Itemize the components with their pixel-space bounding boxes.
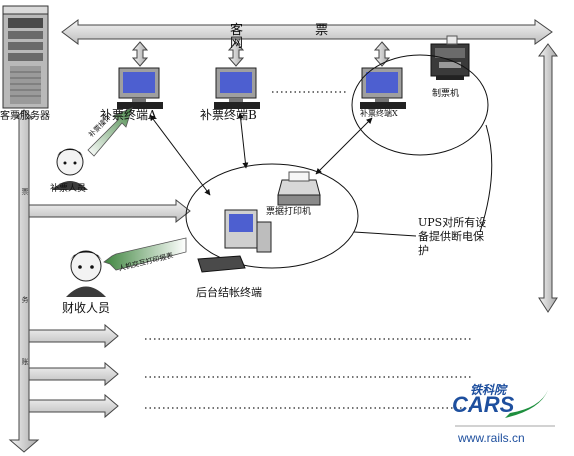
terminal-a-icon — [117, 67, 163, 109]
branch-arrow-1 — [28, 198, 191, 224]
ticket-printer-icon — [430, 35, 470, 80]
terminal-a-connector — [131, 41, 149, 67]
terminal-b-icon — [214, 67, 260, 109]
terminal-x-icon — [360, 67, 406, 109]
logo-chinese: 铁科院 — [470, 383, 507, 397]
ups-note: UPS对所有设备提供断电保护 — [418, 216, 487, 257]
backend-terminal-label: 后台结帐终端 — [196, 286, 262, 299]
link-terminal-x-backend — [315, 117, 373, 175]
invoice-printer-label: 票据打印机 — [266, 207, 312, 217]
report-operation-arrow — [103, 237, 187, 271]
server-label: 客票服务器 — [0, 111, 50, 122]
terminal-b-connector — [227, 41, 245, 67]
ticket-staff-label: 补票人员 — [50, 184, 87, 194]
terminal-b-label: 补票终端B — [200, 108, 257, 122]
ticket-staff-avatar — [52, 148, 88, 190]
bus-label-2: 务 — [21, 296, 29, 303]
finance-staff-avatar — [66, 250, 106, 297]
bus-label-3: 账 — [21, 358, 29, 365]
left-vertical-bus — [8, 109, 40, 453]
logo-brand: CARS — [452, 392, 515, 417]
link-terminal-a-backend — [149, 114, 211, 196]
backend-group — [185, 163, 359, 269]
ticket-printer-label: 制票机 — [432, 89, 460, 99]
logo-url: www.rails.cn — [458, 431, 525, 445]
branch-arrow-3 — [28, 361, 119, 387]
invoice-printer-icon — [277, 171, 321, 206]
terminal-x-connector — [373, 41, 391, 67]
terminal-a-label: 补票终端A — [100, 108, 157, 122]
branch-arrow-4 — [28, 393, 119, 419]
bus-label-1: 票 — [21, 188, 29, 195]
ups-leader-line — [353, 231, 417, 237]
backend-terminal-icon — [197, 209, 272, 273]
logo-swoosh-icon — [505, 390, 548, 418]
network-label: 客 票 网 — [230, 23, 363, 51]
network-backbone — [61, 19, 553, 45]
right-vertical-connector — [538, 43, 558, 313]
ups-leader-curve — [479, 124, 493, 233]
server-tower-icon — [2, 5, 49, 109]
terminal-x-printer-group — [351, 54, 489, 156]
finance-staff-label: 财收人员 — [62, 301, 111, 315]
ticket-operation-arrow — [87, 107, 133, 157]
link-terminal-b-backend — [237, 112, 249, 169]
terminal-x-label: 补票终端X — [360, 109, 398, 118]
branch-arrow-2 — [28, 323, 119, 349]
